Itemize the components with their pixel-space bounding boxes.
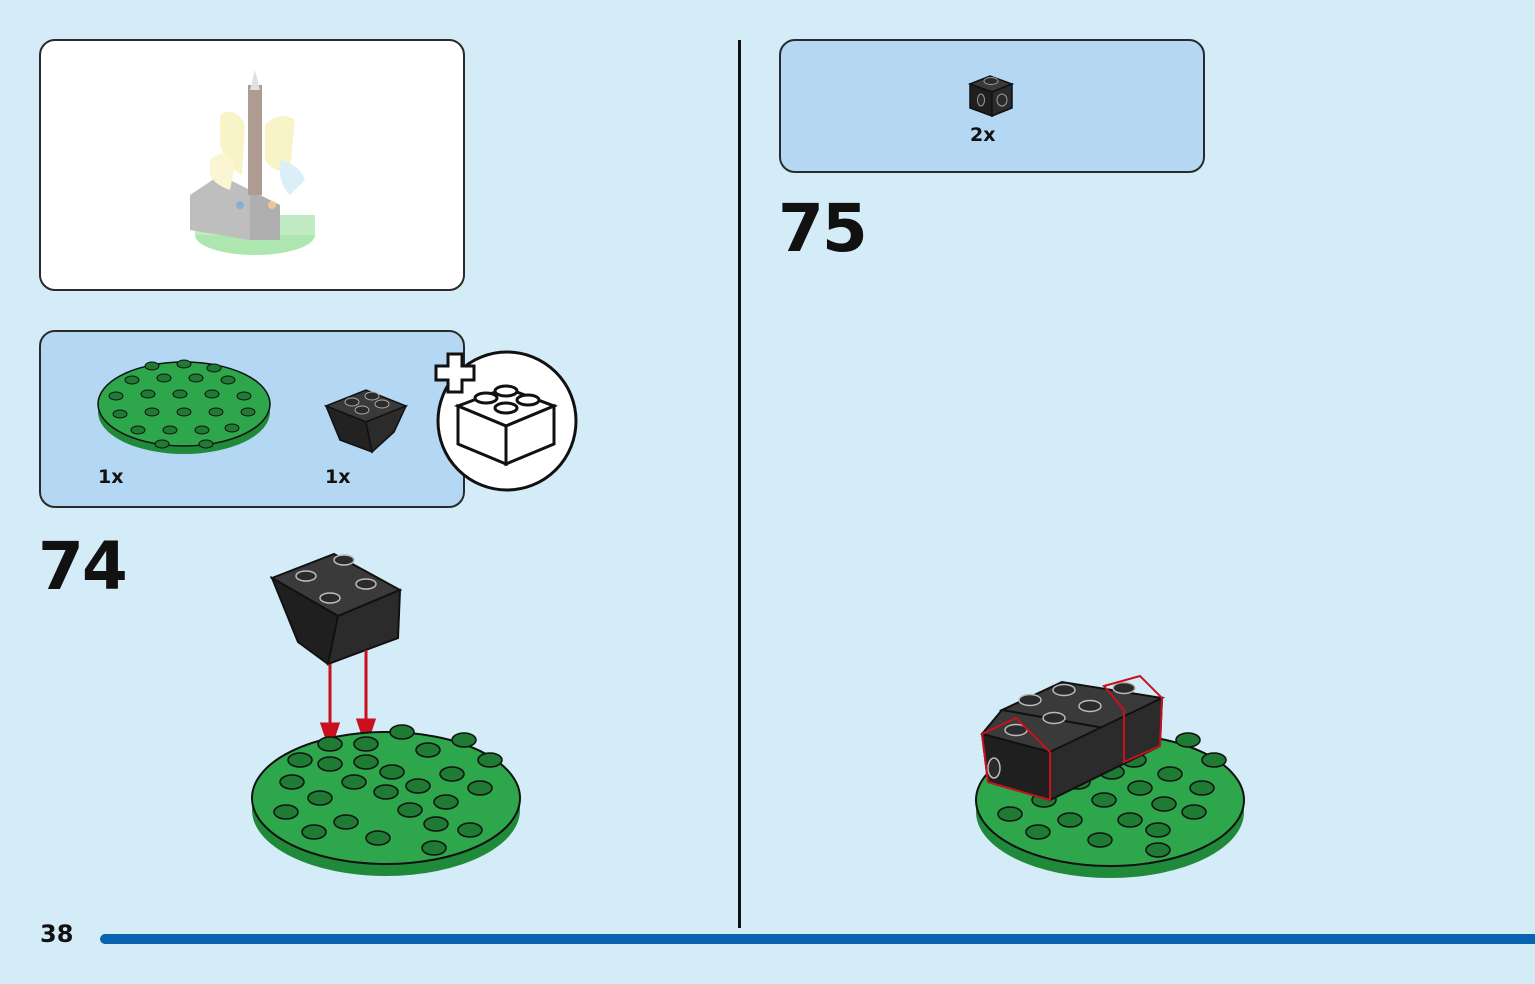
green-round-plate-part-image bbox=[97, 359, 271, 454]
model-preview-image bbox=[190, 70, 315, 255]
black-inverted-slope-qty: 1x bbox=[325, 466, 351, 488]
progress-bar bbox=[100, 934, 1535, 944]
step-75-number: 75 bbox=[778, 190, 868, 267]
step-74-illustration bbox=[251, 552, 521, 876]
black-brick-studs-on-side-qty: 2x bbox=[970, 124, 996, 146]
black-brick-studs-on-side-part-image bbox=[967, 75, 1015, 118]
step-74-number: 74 bbox=[38, 528, 128, 605]
sub-build-icon bbox=[434, 350, 578, 492]
page-number: 38 bbox=[40, 920, 74, 948]
column-divider bbox=[738, 40, 741, 928]
green-round-plate-qty: 1x bbox=[98, 466, 124, 488]
black-inverted-slope-part-image bbox=[323, 389, 409, 454]
step-75-illustration bbox=[975, 674, 1245, 878]
